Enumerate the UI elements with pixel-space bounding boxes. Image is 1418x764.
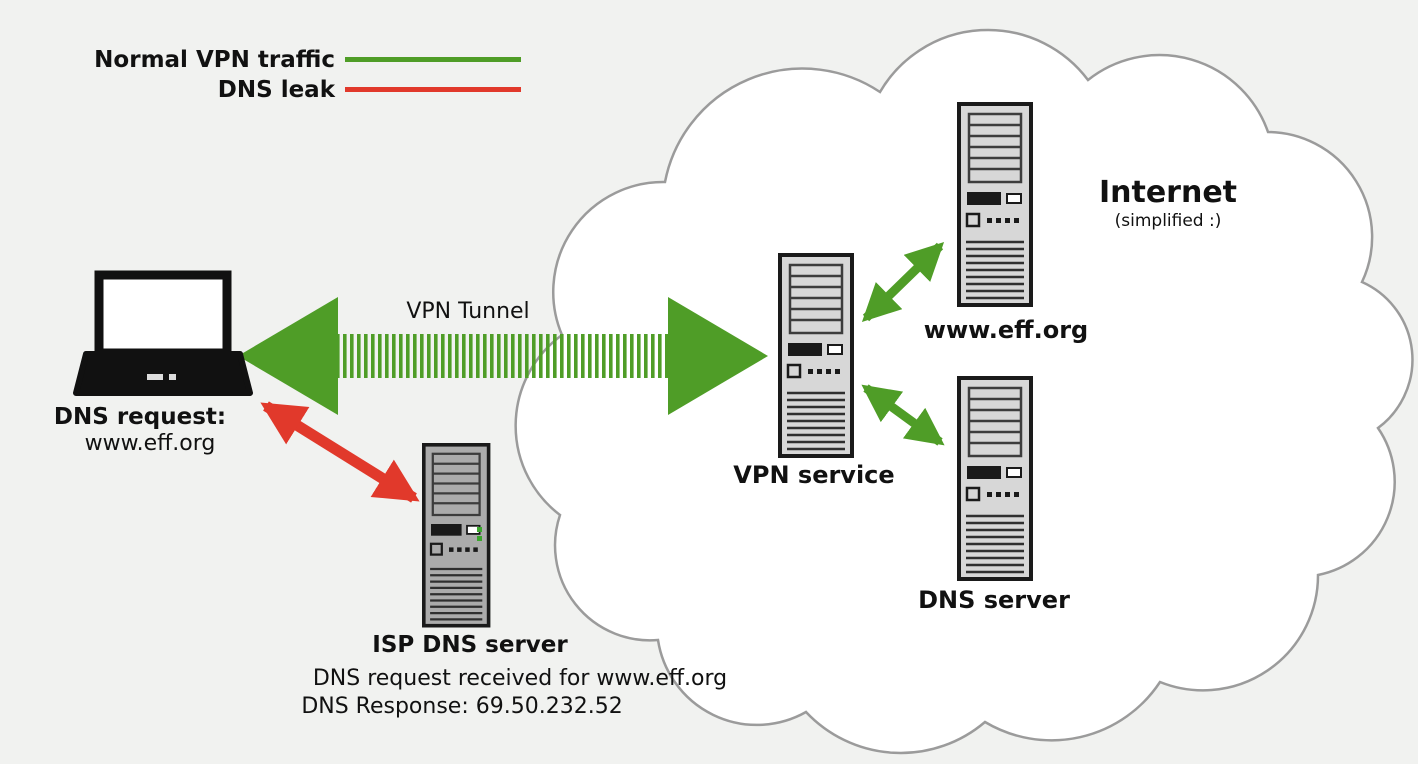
laptop-icon	[73, 270, 253, 396]
laptop-base	[73, 351, 253, 396]
legend: Normal VPN traffic DNS leak	[94, 47, 521, 103]
vpn-service-label: VPN service	[733, 461, 894, 489]
vpn-service-icon	[778, 253, 854, 458]
dns-leak-arrow	[260, 401, 420, 503]
vpn-tunnel-left-arrowhead	[238, 297, 338, 415]
dns-server-label: DNS server	[918, 586, 1070, 614]
vpn-tunnel-right-arrowhead	[668, 297, 768, 415]
isp-server-green-led	[477, 536, 482, 541]
legend-dns-leak-line	[345, 87, 521, 92]
vpn-tunnel-arrow: VPN Tunnel	[238, 297, 768, 415]
vpn-tunnel-label: VPN Tunnel	[406, 299, 529, 324]
internet-subtitle: (simplified :)	[1115, 211, 1222, 231]
isp-dns-server-label: ISP DNS server	[372, 632, 568, 658]
legend-normal-vpn-line	[345, 57, 521, 62]
laptop-screen	[94, 270, 232, 358]
internet-title: Internet	[1099, 175, 1237, 210]
isp-dns-server-icon	[421, 442, 491, 628]
isp-dns-detail-line1: DNS request received for www.eff.org	[313, 666, 727, 691]
web-server-icon	[957, 102, 1033, 307]
vpn-to-dns-arrow	[861, 384, 945, 446]
legend-dns-leak-label: DNS leak	[218, 77, 336, 103]
isp-dns-server-tower	[421, 442, 491, 628]
laptop-touchpad	[147, 374, 163, 380]
dns-server-icon	[957, 376, 1033, 581]
vpn-tunnel-band	[336, 334, 670, 378]
laptop-touchpad-button	[169, 374, 176, 380]
laptop-label-line1: DNS request:	[54, 404, 226, 430]
vpn-to-web-arrow	[861, 242, 945, 322]
web-server-label: www.eff.org	[924, 316, 1088, 344]
isp-dns-detail-line2: DNS Response: 69.50.232.52	[301, 694, 622, 719]
legend-normal-vpn-label: Normal VPN traffic	[94, 47, 335, 73]
isp-server-green-led	[477, 527, 482, 532]
laptop-label-line2: www.eff.org	[85, 431, 216, 456]
